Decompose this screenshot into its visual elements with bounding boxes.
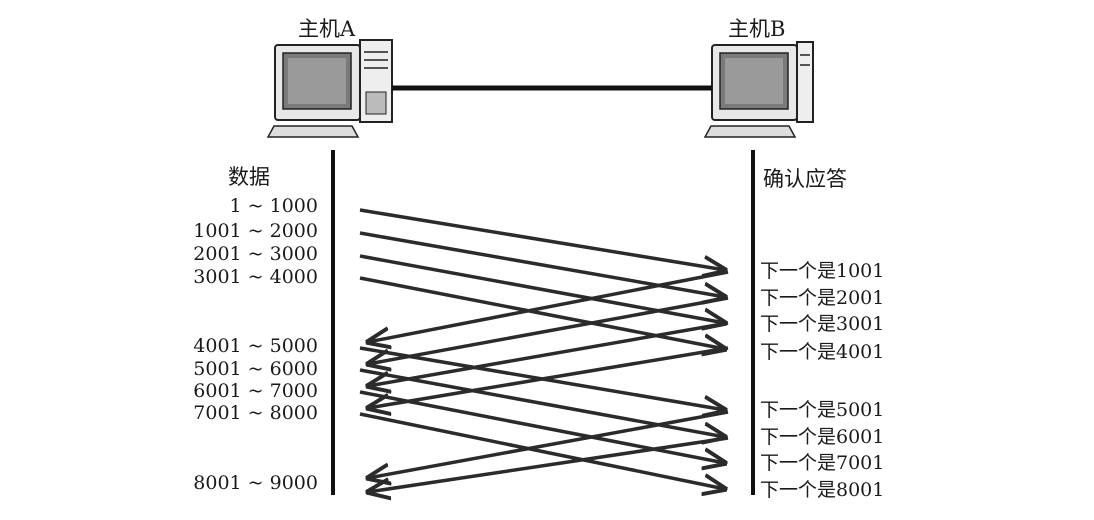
ack-label: 下一个是5001 [760, 399, 884, 421]
segment-label: 4001 ~ 5000 [193, 335, 318, 357]
data-arrow [360, 210, 725, 270]
host-a-computer-icon [268, 40, 392, 137]
host-b-label: 主机B [728, 17, 785, 41]
host-b-computer-icon [705, 42, 813, 137]
ack-label: 下一个是8001 [760, 479, 884, 501]
ack-label: 下一个是2001 [760, 287, 884, 309]
segment-label: 6001 ~ 7000 [193, 380, 318, 402]
segment-label: 2001 ~ 3000 [193, 243, 318, 265]
segment-label: 5001 ~ 6000 [193, 358, 318, 380]
segment-label: 3001 ~ 4000 [193, 266, 318, 288]
segment-label: 8001 ~ 9000 [193, 472, 318, 494]
ack-label: 下一个是7001 [760, 452, 884, 474]
segment-label: 7001 ~ 8000 [193, 402, 318, 424]
ack-labels: 下一个是1001 下一个是2001 下一个是3001 下一个是4001 下一个是… [760, 260, 884, 501]
ack-label: 下一个是3001 [760, 313, 884, 335]
ack-label: 下一个是6001 [760, 426, 884, 448]
host-a-label: 主机A [298, 17, 356, 41]
ack-label: 下一个是4001 [760, 341, 884, 363]
ack-column-header: 确认应答 [763, 167, 847, 191]
data-column-header: 数据 [228, 165, 270, 189]
ack-label: 下一个是1001 [760, 260, 884, 282]
segment-labels: 1 ~ 1000 1001 ~ 2000 2001 ~ 3000 3001 ~ … [193, 195, 318, 494]
segment-label: 1 ~ 1000 [230, 195, 318, 217]
segment-label: 1001 ~ 2000 [193, 220, 318, 242]
